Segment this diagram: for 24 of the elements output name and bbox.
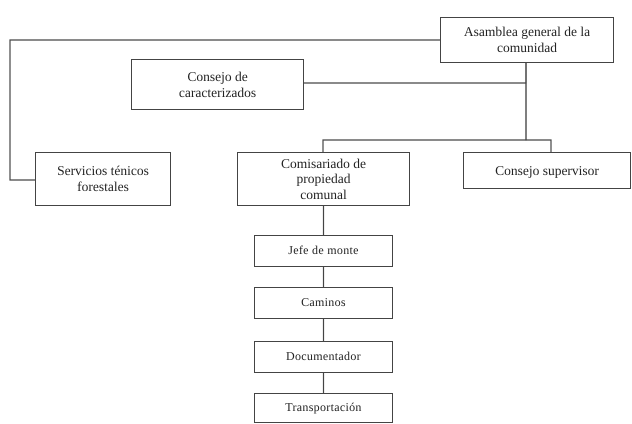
org-box — [254, 287, 393, 319]
org-box — [237, 152, 410, 206]
connector-line — [525, 63, 552, 152]
connector-line — [322, 319, 324, 341]
box-label: Servicios ténicos forestales — [56, 163, 150, 195]
connector-line — [9, 39, 440, 181]
box-label: Jefe de monte — [288, 244, 359, 258]
connector-line — [322, 267, 324, 287]
box-label: Transportación — [285, 401, 362, 415]
box-label: Caminos — [301, 296, 346, 310]
org-box — [254, 393, 393, 423]
connector-line — [322, 373, 324, 393]
org-box — [35, 152, 171, 206]
org-box — [131, 59, 304, 110]
org-box — [254, 341, 393, 373]
box-label: Consejo supervisor — [495, 162, 599, 178]
box-label: Consejo de caracterizados — [178, 68, 258, 100]
org-box — [463, 152, 631, 189]
connector-line — [322, 206, 324, 235]
org-box — [254, 235, 393, 267]
box-label: Comisariado de propiedad comunal — [280, 156, 368, 202]
org-box — [440, 17, 614, 63]
box-label: Documentador — [286, 350, 361, 364]
box-label: Asamblea general de la comunidad — [462, 24, 592, 56]
